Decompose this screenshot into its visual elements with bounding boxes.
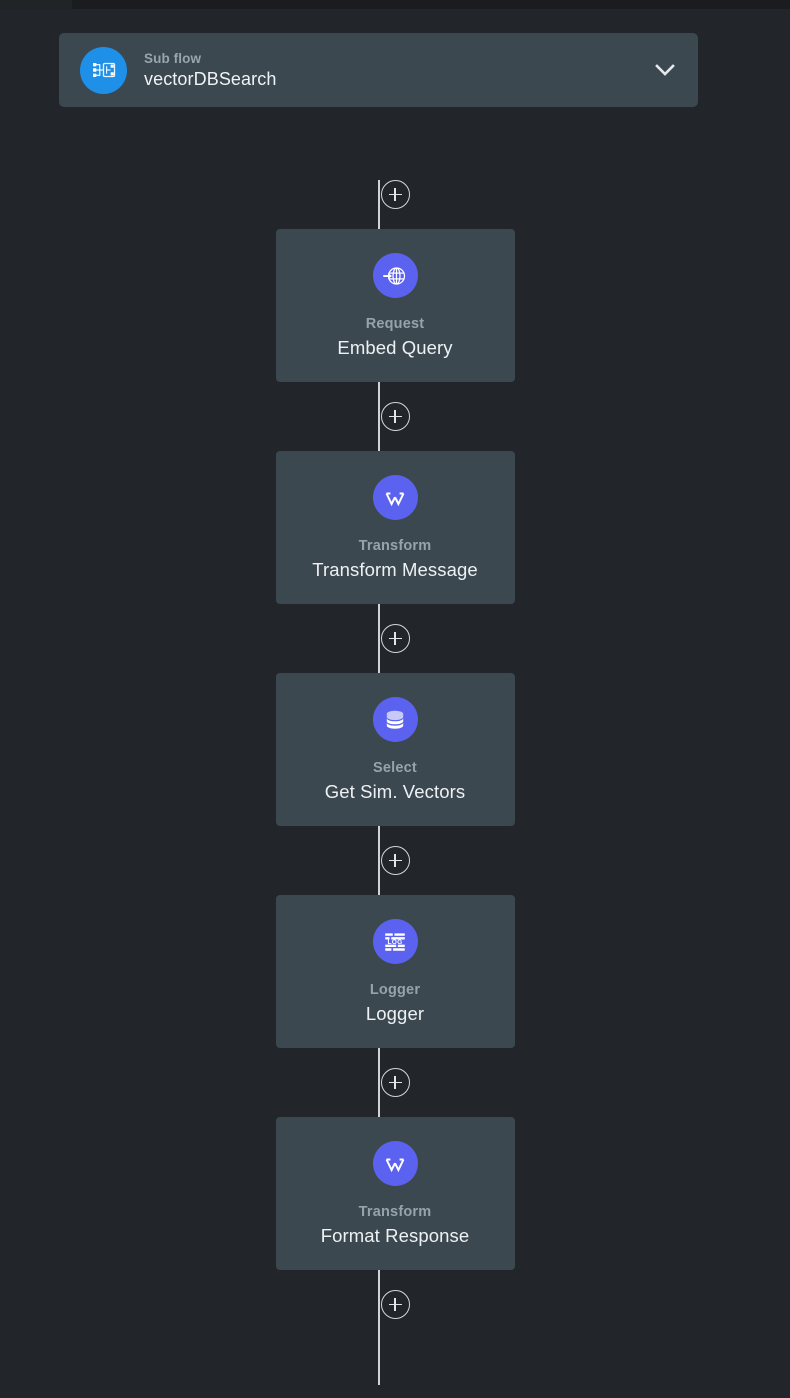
add-node-button[interactable] bbox=[380, 180, 410, 209]
log-icon: LOG bbox=[372, 919, 418, 964]
chevron-down-icon[interactable] bbox=[650, 55, 680, 85]
add-node-button[interactable] bbox=[380, 1068, 410, 1097]
subflow-header[interactable]: Sub flow vectorDBSearch bbox=[59, 33, 698, 107]
flow-node-name-label: Transform Message bbox=[312, 559, 478, 580]
add-node-slot bbox=[0, 1048, 790, 1117]
subflow-nodes-icon bbox=[80, 46, 127, 94]
add-node-slot bbox=[0, 160, 790, 229]
svg-text:LOG: LOG bbox=[388, 938, 403, 945]
subflow-kind-label: Sub flow bbox=[144, 50, 202, 66]
flow-node-kind-label: Select bbox=[373, 760, 417, 776]
add-node-slot bbox=[0, 1270, 790, 1339]
add-node-button[interactable] bbox=[380, 1290, 410, 1319]
database-icon bbox=[372, 697, 418, 742]
add-node-button[interactable] bbox=[380, 402, 410, 431]
flow-node-get-sim-vectors[interactable]: Select Get Sim. Vectors bbox=[275, 673, 515, 826]
add-node-slot bbox=[0, 826, 790, 895]
flow-node-logger[interactable]: LOG Logger Logger bbox=[275, 895, 515, 1048]
subflow-name-label: vectorDBSearch bbox=[144, 68, 277, 89]
add-node-button[interactable] bbox=[380, 846, 410, 875]
add-node-button[interactable] bbox=[380, 624, 410, 653]
dataweave-transform-icon bbox=[372, 475, 418, 520]
flow-node-name-label: Get Sim. Vectors bbox=[324, 781, 466, 802]
top-edge-strip-left bbox=[0, 0, 72, 9]
flow-node-transform-message[interactable]: Transform Transform Message bbox=[275, 451, 515, 604]
dataweave-transform-icon bbox=[372, 1141, 418, 1186]
add-node-slot bbox=[0, 604, 790, 673]
flow-node-name-label: Format Response bbox=[320, 1225, 470, 1246]
flow-node-format-response[interactable]: Transform Format Response bbox=[275, 1117, 515, 1270]
flow-node-list: Request Embed Query Transform Transfo bbox=[0, 160, 790, 1385]
flow-node-name-label: Logger bbox=[365, 1003, 425, 1024]
add-node-slot bbox=[0, 382, 790, 451]
flow-node-kind-label: Request bbox=[365, 316, 425, 332]
flow-node-kind-label: Transform bbox=[358, 538, 432, 554]
flow-node-kind-label: Logger bbox=[369, 982, 421, 998]
subflow-text-block: Sub flow vectorDBSearch bbox=[144, 50, 650, 91]
globe-request-icon bbox=[372, 253, 418, 298]
flow-node-embed-query[interactable]: Request Embed Query bbox=[275, 229, 515, 382]
top-edge-strip bbox=[0, 0, 790, 9]
flow-node-name-label: Embed Query bbox=[337, 337, 453, 358]
flow-node-kind-label: Transform bbox=[358, 1204, 432, 1220]
